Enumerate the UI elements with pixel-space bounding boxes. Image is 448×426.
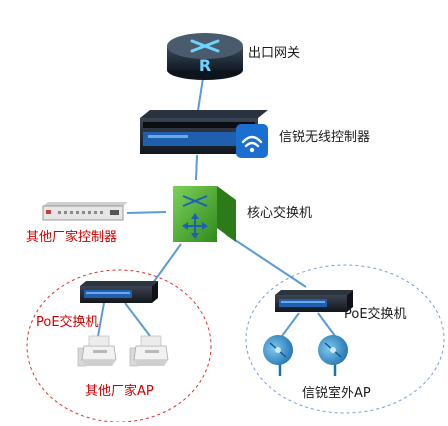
link-poe-left-ap1 [97,302,105,337]
poe-switch-icon [80,281,158,303]
poe-right-label: PoE交换机 [344,307,407,322]
link-poe-right-ap1 [281,312,300,337]
link-core-poe-right [225,233,307,288]
link-poe-left-ap2 [124,302,151,337]
wireless-controller-icon [140,110,268,158]
link-controller-core [195,154,198,181]
indoor-ap-icon [77,335,117,367]
other-ap-label: 其他厂家AP [85,384,154,399]
rack-controller-icon [42,202,128,221]
link-poe-right-ap2 [317,312,336,337]
poe-switch-icon [275,290,353,312]
router-icon: R [167,33,243,80]
poe-left-label: PoE交换机 [36,315,99,330]
outdoor-ap-label: 信锐室外AP [302,386,371,401]
outdoor-ap-icon [318,335,348,376]
other-controller-label: 其他厂家控制器 [26,230,118,245]
controller-label: 信锐无线控制器 [279,130,371,145]
indoor-ap-icon [129,335,169,367]
outdoor-ap-icon [263,335,293,376]
core-switch-icon [173,186,236,242]
xinrui-zone [245,264,445,414]
gateway-label: 出口网关 [248,46,301,61]
svg-text:R: R [199,56,211,75]
link-core-other-controller [126,211,167,214]
core-switch-label: 核心交换机 [247,206,313,221]
